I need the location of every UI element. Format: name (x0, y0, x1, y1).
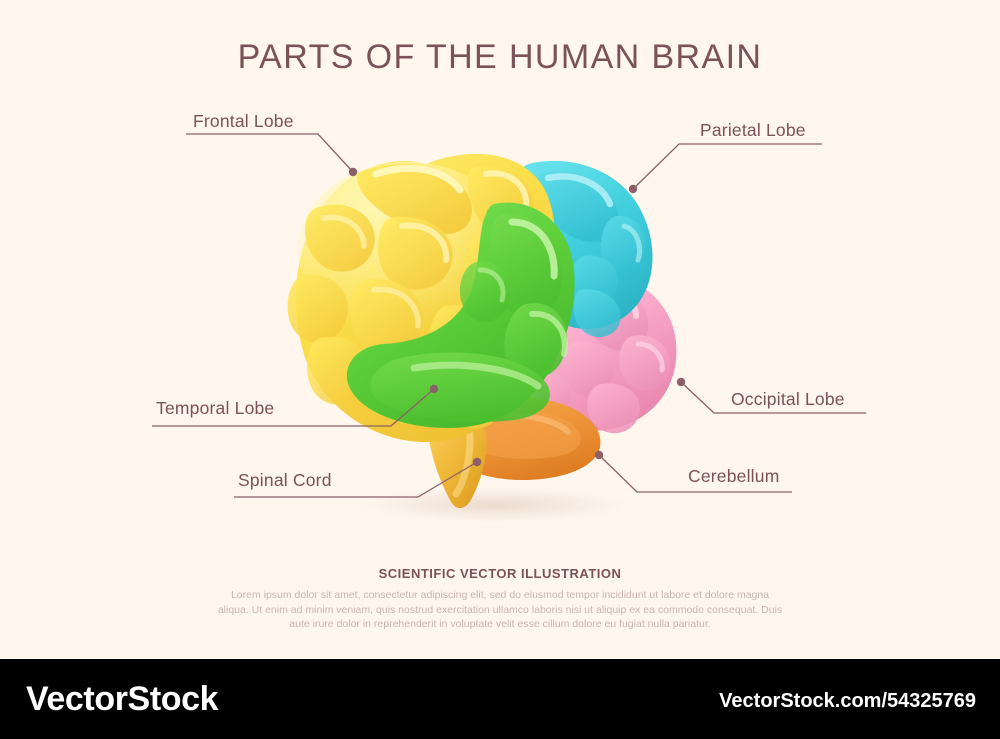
label-occipital-lobe: Occipital Lobe (731, 389, 845, 409)
illustration-canvas: PARTS OF THE HUMAN BRAIN (152, 38, 866, 630)
label-temporal-lobe: Temporal Lobe (156, 398, 275, 418)
label-frontal-lobe: Frontal Lobe (193, 111, 294, 131)
watermark-footer: VectorStock VectorStock.com/54325769 (0, 659, 1000, 739)
brain-shadow (345, 485, 645, 525)
caption-heading: SCIENTIFIC VECTOR ILLUSTRATION (378, 566, 622, 581)
page-title: PARTS OF THE HUMAN BRAIN (237, 38, 763, 76)
vectorstock-url: VectorStock.com/54325769 (719, 690, 976, 712)
region-temporal-lobe (346, 202, 575, 428)
label-cerebellum: Cerebellum (688, 466, 780, 486)
vectorstock-logo: VectorStock (26, 680, 219, 718)
label-spinal-cord: Spinal Cord (238, 470, 332, 490)
caption-body: Lorem ipsum dolor sit amet, consectetur … (217, 589, 783, 630)
brain-illustration (287, 153, 677, 525)
label-parietal-lobe: Parietal Lobe (700, 120, 806, 140)
